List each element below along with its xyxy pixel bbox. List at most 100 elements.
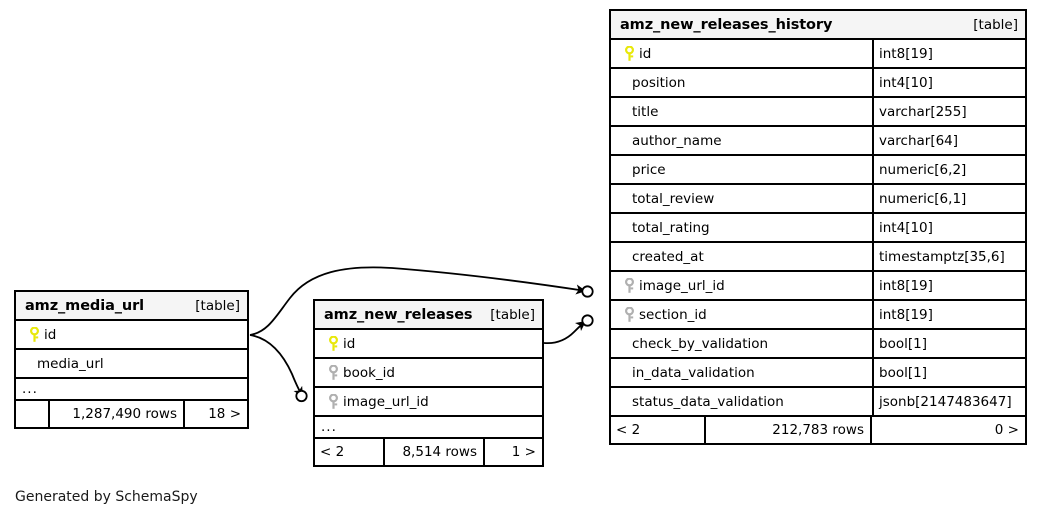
table-title: amz_new_releases_history [620, 16, 833, 33]
column-name: id [44, 326, 57, 343]
column-name-cell: check_by_validation [611, 330, 872, 357]
table-amz-new-releases-history[interactable]: amz_new_releases_history [table] id int8… [609, 9, 1027, 445]
column-name-cell: image_url_id [315, 388, 542, 415]
table-row[interactable]: created_at timestamptz[35,6] [611, 243, 1025, 272]
table-row[interactable]: total_rating int4[10] [611, 214, 1025, 243]
column-type: bool[1] [872, 330, 1025, 357]
column-name: section_id [639, 306, 707, 323]
table-amz-media-url[interactable]: amz_media_url [table] id media_url ... 1… [14, 290, 249, 429]
table-row[interactable]: status_data_validation jsonb[2147483647] [611, 388, 1025, 417]
column-type: timestamptz[35,6] [872, 243, 1025, 270]
table-row[interactable]: price numeric[6,2] [611, 156, 1025, 185]
table-type-tag: [table] [490, 306, 535, 323]
column-name-cell: created_at [611, 243, 872, 270]
foreign-key-icon [619, 301, 639, 328]
foreign-key-icon [619, 272, 639, 299]
footer-next-link[interactable]: 0 > [994, 422, 1019, 438]
footer-row-count: 1,287,490 rows [50, 401, 185, 427]
generator-credit: Generated by SchemaSpy [15, 489, 198, 505]
table-row[interactable]: id [16, 321, 247, 350]
column-name: id [639, 45, 652, 62]
footer-next-link[interactable]: 18 > [208, 406, 241, 422]
edge-endpoint-circle [581, 285, 594, 298]
column-name-cell: image_url_id [611, 272, 872, 299]
column-name-cell: total_rating [611, 214, 872, 241]
more-columns-indicator: ... [315, 417, 542, 439]
edge-new-releases-to-history [543, 320, 587, 345]
column-name: price [632, 161, 666, 178]
table-footer: < 2 212,783 rows 0 > [611, 417, 1025, 443]
column-name-cell: in_data_validation [611, 359, 872, 386]
table-row[interactable]: media_url [16, 350, 247, 379]
primary-key-icon [619, 40, 639, 67]
table-row[interactable]: image_url_id [315, 388, 542, 417]
footer-prev-link[interactable]: < 2 [315, 439, 385, 465]
table-header: amz_new_releases_history [table] [611, 11, 1025, 40]
edge-media-url-to-new-releases [249, 334, 304, 398]
footer-row-count: 212,783 rows [706, 417, 872, 443]
table-type-tag: [table] [973, 16, 1018, 33]
column-name: position [632, 74, 686, 91]
column-name: author_name [632, 132, 722, 149]
column-name-cell: status_data_validation [611, 388, 872, 415]
table-row[interactable]: position int4[10] [611, 69, 1025, 98]
primary-key-icon [323, 330, 343, 357]
column-name: image_url_id [343, 393, 429, 410]
column-type: numeric[6,1] [872, 185, 1025, 212]
edge-endpoint-circle [581, 314, 594, 327]
column-type: int8[19] [872, 40, 1025, 67]
column-type: varchar[255] [872, 98, 1025, 125]
more-columns-indicator: ... [16, 379, 247, 401]
column-name: total_rating [632, 219, 710, 236]
table-amz-new-releases[interactable]: amz_new_releases [table] id book_id [313, 299, 544, 467]
table-footer: 1,287,490 rows 18 > [16, 401, 247, 427]
table-footer: < 2 8,514 rows 1 > [315, 439, 542, 465]
column-type: bool[1] [872, 359, 1025, 386]
primary-key-icon [24, 321, 44, 348]
column-name: book_id [343, 364, 395, 381]
footer-next-link[interactable]: 1 > [511, 444, 536, 460]
column-type: int8[19] [872, 272, 1025, 299]
column-name: media_url [37, 355, 104, 372]
column-name-cell: id [611, 40, 872, 67]
column-name-cell: id [315, 330, 542, 357]
table-row[interactable]: check_by_validation bool[1] [611, 330, 1025, 359]
table-row[interactable]: title varchar[255] [611, 98, 1025, 127]
footer-prev-link[interactable] [16, 401, 50, 427]
column-name: status_data_validation [632, 393, 784, 410]
column-name-cell: title [611, 98, 872, 125]
table-row[interactable]: book_id [315, 359, 542, 388]
column-name-cell: media_url [16, 350, 247, 377]
column-name: total_review [632, 190, 715, 207]
footer-row-count: 8,514 rows [385, 439, 485, 465]
table-row[interactable]: in_data_validation bool[1] [611, 359, 1025, 388]
column-name-cell: id [16, 321, 247, 348]
table-row[interactable]: total_review numeric[6,1] [611, 185, 1025, 214]
column-name: created_at [632, 248, 704, 265]
table-row[interactable]: id int8[19] [611, 40, 1025, 69]
column-name-cell: total_review [611, 185, 872, 212]
column-name: title [632, 103, 659, 120]
column-type: varchar[64] [872, 127, 1025, 154]
table-title: amz_media_url [25, 297, 145, 314]
table-header: amz_media_url [table] [16, 292, 247, 321]
footer-prev-link[interactable]: < 2 [611, 417, 706, 443]
column-name-cell: author_name [611, 127, 872, 154]
table-row[interactable]: id [315, 330, 542, 359]
column-type: int4[10] [872, 69, 1025, 96]
column-name-cell: section_id [611, 301, 872, 328]
column-name: in_data_validation [632, 364, 755, 381]
column-name-cell: book_id [315, 359, 542, 386]
table-type-tag: [table] [195, 297, 240, 314]
edge-endpoint-circle [295, 389, 308, 403]
column-name-cell: position [611, 69, 872, 96]
table-row[interactable]: image_url_id int8[19] [611, 272, 1025, 301]
column-name: image_url_id [639, 277, 725, 294]
column-type: int8[19] [872, 301, 1025, 328]
foreign-key-icon [323, 388, 343, 415]
table-row[interactable]: section_id int8[19] [611, 301, 1025, 330]
table-header: amz_new_releases [table] [315, 301, 542, 330]
table-row[interactable]: author_name varchar[64] [611, 127, 1025, 156]
column-name: id [343, 335, 356, 352]
